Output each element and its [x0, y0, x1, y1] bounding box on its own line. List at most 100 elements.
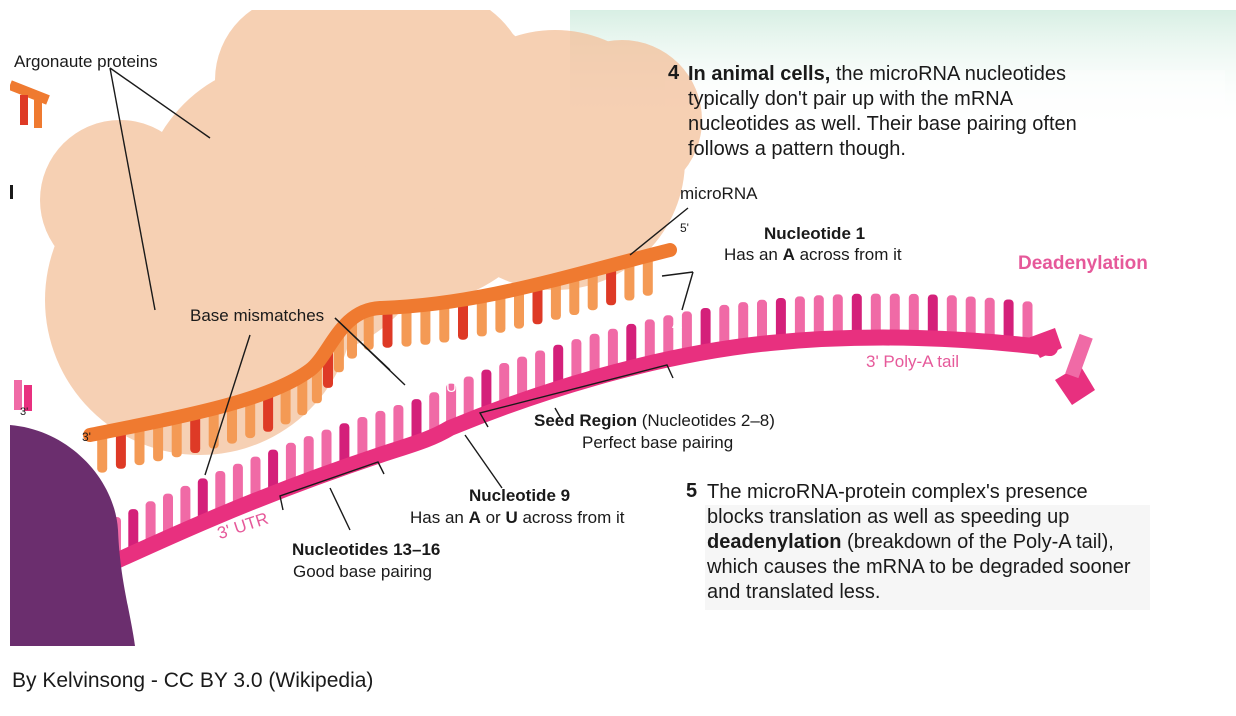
- argonaute-protein: [40, 10, 702, 455]
- step-5-bold: deadenylation: [707, 531, 842, 553]
- line-seed: [554, 407, 564, 423]
- n1-sub-a: A: [782, 245, 795, 264]
- poly-a-stub: [1065, 333, 1093, 379]
- microrna-base: [245, 398, 256, 439]
- text-panel-step4: [665, 70, 1225, 165]
- microrna-base: [263, 391, 274, 432]
- microrna-base: [458, 299, 468, 340]
- text-panel-step5: [705, 505, 1150, 610]
- microrna-base: [171, 417, 182, 458]
- mrna-base: [738, 302, 749, 347]
- microrna-base: [115, 428, 126, 469]
- step-5-line-1: The microRNA-protein complex's presence: [707, 481, 1088, 503]
- mrna-base: [965, 296, 976, 341]
- microrna-base: [190, 413, 201, 453]
- line-mismatch-1: [204, 334, 251, 476]
- mrna-base: [889, 293, 900, 338]
- microrna-bases: [97, 255, 653, 473]
- fragment-base: [34, 100, 42, 128]
- n9-sub-a: A: [468, 508, 481, 527]
- mrna-base: [180, 485, 191, 530]
- microrna-base: [363, 309, 374, 350]
- mrna-base: [463, 376, 474, 421]
- label-seed-sub: Perfect base pairing: [582, 433, 734, 452]
- step-5-number: 5: [686, 480, 698, 502]
- microrna-base: [624, 260, 635, 301]
- line-mismatch-3: [334, 317, 406, 386]
- mrna-base: [250, 456, 261, 501]
- microrna-base: [532, 284, 543, 325]
- mrna-base: [357, 417, 368, 461]
- label-base-mismatches: Base mismatches: [190, 306, 325, 325]
- mrna-base: [411, 399, 422, 444]
- line-1316: [329, 487, 351, 531]
- mrna-base: [1003, 299, 1014, 344]
- n1-sub-post: across from it: [794, 245, 902, 264]
- mrna-base: [757, 299, 767, 344]
- microrna-base: [97, 432, 108, 473]
- mrna-base: [832, 294, 843, 339]
- fragment-base: [14, 380, 22, 410]
- label-nucleotide-9: Nucleotide 9: [469, 486, 570, 506]
- mrna-base: [813, 295, 824, 340]
- mrna-base: [927, 294, 938, 339]
- mrna-base: [499, 363, 510, 407]
- mrna-base: [375, 410, 386, 455]
- microrna-base: [514, 288, 524, 329]
- step-5-line-4: which causes the mRNA to be degraded soo…: [707, 556, 1131, 578]
- mrna-base: [851, 293, 862, 338]
- n9-sub-pre: Has an: [410, 508, 469, 527]
- step-5-line-3-rest: (breakdown of the Poly-A tail),: [841, 531, 1114, 553]
- mrna-backbone: [10, 329, 1058, 618]
- mrna-base: [1022, 301, 1033, 346]
- bracket-1316: [279, 461, 385, 511]
- label-nucleotide-1: Nucleotide 1: [764, 224, 865, 244]
- label-poly-a-tail: 3' Poly-A tail: [866, 352, 960, 371]
- mrna-base: [626, 323, 637, 368]
- label-three-prime-left: 3': [82, 430, 91, 444]
- seed-title-rest: (Nucleotides 2–8): [636, 411, 775, 430]
- mrna-base: [870, 293, 881, 338]
- microrna-diagram: Argonaute proteins Base mismatches micro…: [10, 10, 1236, 646]
- step-4-line-2: typically don't pair up with the mRNA: [688, 88, 1014, 110]
- fragment-mark: [10, 185, 13, 199]
- mrna-base: [607, 328, 618, 373]
- nucleotide-1-title: Nucleotide 1: [764, 224, 866, 243]
- step-5-line-2: blocks translation as well as speeding u…: [707, 506, 1070, 528]
- mrna-base: [197, 478, 208, 523]
- label-deadenylation: Deadenylation: [1018, 253, 1148, 274]
- mrna-base: [429, 392, 440, 437]
- mrna-base: [163, 493, 173, 538]
- mrna-base: [719, 304, 730, 349]
- fragment-base: [24, 385, 32, 411]
- microrna-base: [297, 375, 308, 416]
- n1-sub-pre: Has an: [724, 245, 783, 264]
- mrna-base: [339, 423, 350, 468]
- mrna-base: [700, 308, 711, 352]
- microrna-base: [420, 304, 431, 345]
- n9-sub-u: U: [505, 508, 518, 527]
- poly-a-arrow: [1028, 328, 1062, 358]
- label-microrna: microRNA: [680, 184, 758, 203]
- microrna-base: [587, 270, 598, 311]
- label-nucleotide-9-sub: Has an A or U across from it: [410, 508, 624, 528]
- label-five-prime: 5': [680, 221, 689, 235]
- seed-title-bold: Seed Region: [534, 411, 637, 430]
- mrna-base: [268, 449, 279, 494]
- line-nucleotide1-a: [661, 271, 694, 277]
- ribosome: [10, 425, 135, 646]
- mrna-base: [128, 509, 139, 554]
- microrna-base: [495, 292, 506, 333]
- microrna-base: [280, 384, 291, 425]
- mrna-base: [232, 463, 243, 508]
- left-edge-fragments: [10, 80, 50, 411]
- mrna-base: [908, 293, 919, 338]
- label-base-u: U: [446, 379, 457, 396]
- poly-a-arrows: [1028, 328, 1095, 405]
- step-4-line-4: follows a pattern though.: [688, 138, 906, 160]
- leader-lines: [109, 67, 694, 531]
- mrna-base: [285, 442, 296, 487]
- diagram-artwork: [10, 10, 1236, 646]
- nucleotide-9-title: Nucleotide 9: [469, 486, 571, 505]
- mrna-base: [145, 501, 156, 546]
